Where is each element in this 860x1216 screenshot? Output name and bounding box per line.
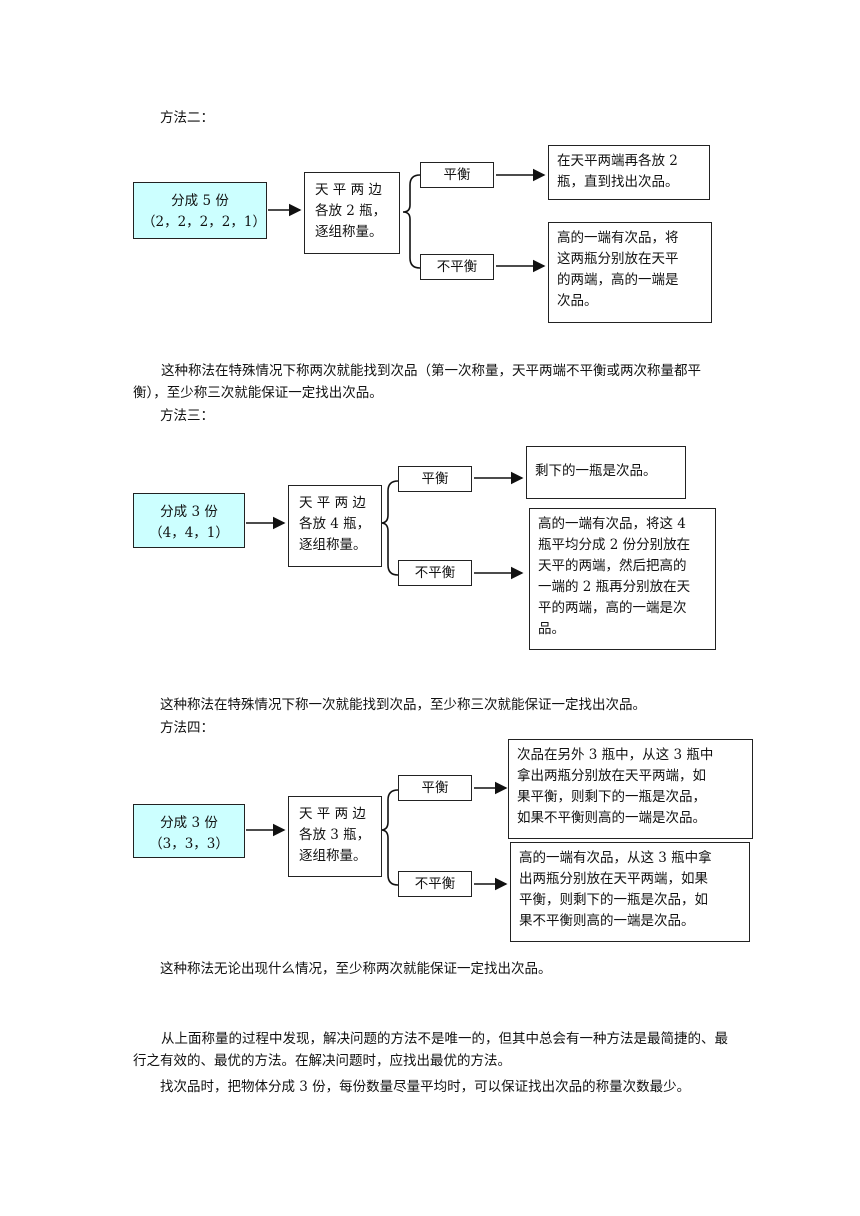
source-line: （4，4，1） bbox=[149, 525, 229, 541]
result-line: 如果不平衡则高的一端是次品。 bbox=[517, 810, 706, 826]
method3-note: 这种称法在特殊情况下称一次就能找到次品，至少称三次就能保证一定找出次品。 bbox=[160, 697, 646, 713]
action-line: 逐组称量。 bbox=[315, 224, 383, 240]
result-line: 在天平两端再各放 2 bbox=[557, 153, 678, 169]
result-line: 果不平衡则高的一端是次品。 bbox=[519, 913, 695, 929]
result-line: 次品。 bbox=[557, 293, 598, 309]
method2-result-unbalanced: 高的一端有次品，将 这两瓶分别放在天平 的两端，高的一端是 次品。 bbox=[548, 222, 712, 323]
action-line: 天 平 两 边 bbox=[299, 495, 366, 511]
result-line: 平的两端，高的一端是次 bbox=[538, 600, 687, 616]
branch-brace bbox=[380, 789, 399, 886]
method4-branch-balanced: 平衡 bbox=[398, 775, 472, 801]
result-line: 拿出两瓶分别放在天平两端，如 bbox=[517, 768, 706, 784]
source-line: 分成 3 份 bbox=[160, 504, 218, 520]
result-line: 这两瓶分别放在天平 bbox=[557, 251, 679, 267]
result-line: 剩下的一瓶是次品。 bbox=[535, 463, 657, 479]
method4-note: 这种称法无论出现什么情况，至少称两次就能保证一定找出次品。 bbox=[160, 961, 552, 977]
result-line: 的两端，高的一端是 bbox=[557, 272, 679, 288]
method4-heading: 方法四： bbox=[160, 720, 214, 736]
action-line: 逐组称量。 bbox=[299, 848, 367, 864]
action-line: 各放 3 瓶， bbox=[299, 827, 371, 843]
method2-heading: 方法二： bbox=[160, 110, 214, 126]
source-line: （2，2，2，2，1） bbox=[142, 214, 266, 230]
result-line: 一端的 2 瓶再分别放在天 bbox=[538, 579, 691, 595]
conclusion-paragraph-1: 从上面称量的过程中发现，解决问题的方法不是唯一的，但其中总会有一种方法是最简捷的… bbox=[133, 1031, 728, 1069]
result-line: 出两瓶分别放在天平两端，如果 bbox=[519, 871, 708, 887]
result-line: 果平衡，则剩下的一瓶是次品， bbox=[517, 789, 706, 805]
branch-brace bbox=[380, 480, 399, 576]
result-line: 次品在另外 3 瓶中，从这 3 瓶中 bbox=[517, 747, 714, 763]
source-line: 分成 3 份 bbox=[160, 815, 218, 831]
result-line: 高的一端有次品，将这 4 bbox=[538, 516, 686, 532]
method2-source-box: 分成 5 份 （2，2，2，2，1） bbox=[133, 182, 267, 239]
method4-action-box: 天 平 两 边 各放 3 瓶， 逐组称量。 bbox=[288, 796, 382, 877]
source-line: 分成 5 份 bbox=[171, 193, 229, 209]
action-line: 各放 2 瓶， bbox=[315, 203, 387, 219]
source-line: （3，3，3） bbox=[149, 836, 229, 852]
action-line: 各放 4 瓶， bbox=[299, 516, 371, 532]
conclusion-paragraph-2: 找次品时，把物体分成 3 份，每份数量尽量平均时，可以保证找出次品的称量次数最少… bbox=[160, 1079, 691, 1095]
method3-result-unbalanced: 高的一端有次品，将这 4 瓶平均分成 2 份分别放在 天平的两端，然后把高的 一… bbox=[529, 508, 716, 650]
method2-result-balanced: 在天平两端再各放 2 瓶，直到找出次品。 bbox=[548, 145, 710, 200]
method2-note: 这种称法在特殊情况下称两次就能找到次品（第一次称量，天平两端不平衡或两次称量都平… bbox=[133, 363, 701, 401]
method3-heading: 方法三： bbox=[160, 408, 214, 424]
action-line: 天 平 两 边 bbox=[299, 806, 366, 822]
method3-branch-balanced: 平衡 bbox=[398, 466, 472, 492]
method3-source-box: 分成 3 份 （4，4，1） bbox=[133, 493, 245, 548]
method2-action-box: 天 平 两 边 各放 2 瓶， 逐组称量。 bbox=[304, 172, 400, 254]
method4-source-box: 分成 3 份 （3，3，3） bbox=[133, 804, 245, 858]
result-line: 平衡，则剩下的一瓶是次品，如 bbox=[519, 892, 708, 908]
branch-brace bbox=[402, 174, 421, 269]
method4-branch-unbalanced: 不平衡 bbox=[398, 871, 472, 897]
method4-result-unbalanced: 高的一端有次品，从这 3 瓶中拿 出两瓶分别放在天平两端，如果 平衡，则剩下的一… bbox=[510, 842, 750, 942]
action-line: 天 平 两 边 bbox=[315, 182, 382, 198]
method4-result-balanced: 次品在另外 3 瓶中，从这 3 瓶中 拿出两瓶分别放在天平两端，如 果平衡，则剩… bbox=[508, 739, 753, 839]
method3-action-box: 天 平 两 边 各放 4 瓶， 逐组称量。 bbox=[288, 485, 382, 567]
result-line: 高的一端有次品，从这 3 瓶中拿 bbox=[519, 850, 712, 866]
result-line: 瓶，直到找出次品。 bbox=[557, 174, 679, 190]
result-line: 天平的两端，然后把高的 bbox=[538, 558, 687, 574]
method3-result-balanced: 剩下的一瓶是次品。 bbox=[526, 446, 686, 499]
method3-branch-unbalanced: 不平衡 bbox=[398, 560, 472, 586]
result-line: 瓶平均分成 2 份分别放在 bbox=[538, 537, 691, 553]
method2-branch-balanced: 平衡 bbox=[420, 162, 494, 188]
result-line: 高的一端有次品，将 bbox=[557, 230, 679, 246]
action-line: 逐组称量。 bbox=[299, 537, 367, 553]
method2-branch-unbalanced: 不平衡 bbox=[420, 254, 494, 280]
result-line: 品。 bbox=[538, 621, 565, 637]
